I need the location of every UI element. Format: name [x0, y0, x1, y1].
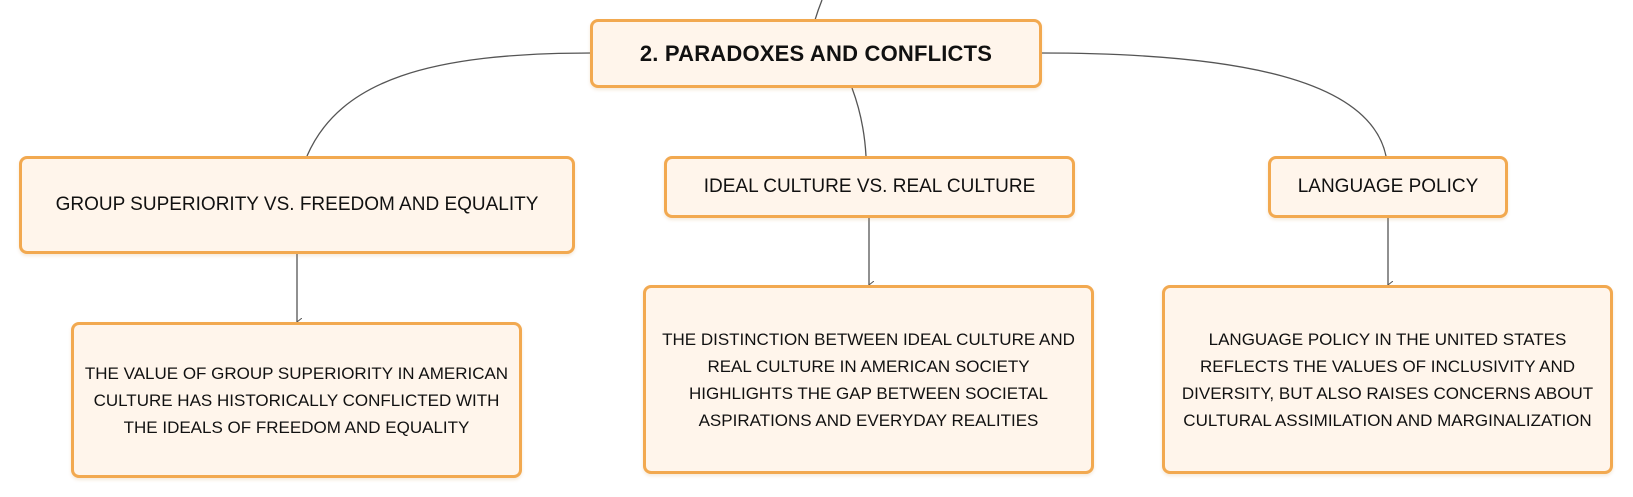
- detail-node-group-superiority[interactable]: THE VALUE OF GROUP SUPERIORITY IN AMERIC…: [71, 322, 522, 478]
- detail-node-ideal-culture[interactable]: THE DISTINCTION BETWEEN IDEAL CULTURE AN…: [643, 285, 1094, 474]
- detail-node-language-policy[interactable]: LANGUAGE POLICY IN THE UNITED STATES REF…: [1162, 285, 1613, 474]
- detail-node-text: THE DISTINCTION BETWEEN IDEAL CULTURE AN…: [662, 329, 1075, 430]
- topic-node-label: IDEAL CULTURE VS. REAL CULTURE: [703, 176, 1036, 197]
- topic-node-label: LANGUAGE POLICY: [1297, 176, 1479, 197]
- connector-root-to-topic-3: [1039, 52, 1387, 157]
- root-node[interactable]: 2. PARADOXES AND CONFLICTS: [590, 19, 1042, 88]
- topic-node-ideal-culture[interactable]: IDEAL CULTURE VS. REAL CULTURE: [664, 156, 1075, 218]
- topic-node-label: GROUP SUPERIORITY VS. FREEDOM AND EQUALI…: [55, 194, 539, 215]
- root-node-label: 2. PARADOXES AND CONFLICTS: [639, 40, 993, 66]
- connector-parent-to-root: [814, 0, 823, 21]
- detail-node-text: LANGUAGE POLICY IN THE UNITED STATES REF…: [1181, 329, 1594, 430]
- topic-node-language-policy[interactable]: LANGUAGE POLICY: [1268, 156, 1508, 218]
- topic-node-group-superiority[interactable]: GROUP SUPERIORITY VS. FREEDOM AND EQUALI…: [19, 156, 575, 254]
- connector-root-to-topic-1: [306, 52, 593, 157]
- connector-root-to-topic-2: [851, 87, 867, 157]
- detail-node-text: THE VALUE OF GROUP SUPERIORITY IN AMERIC…: [84, 363, 509, 437]
